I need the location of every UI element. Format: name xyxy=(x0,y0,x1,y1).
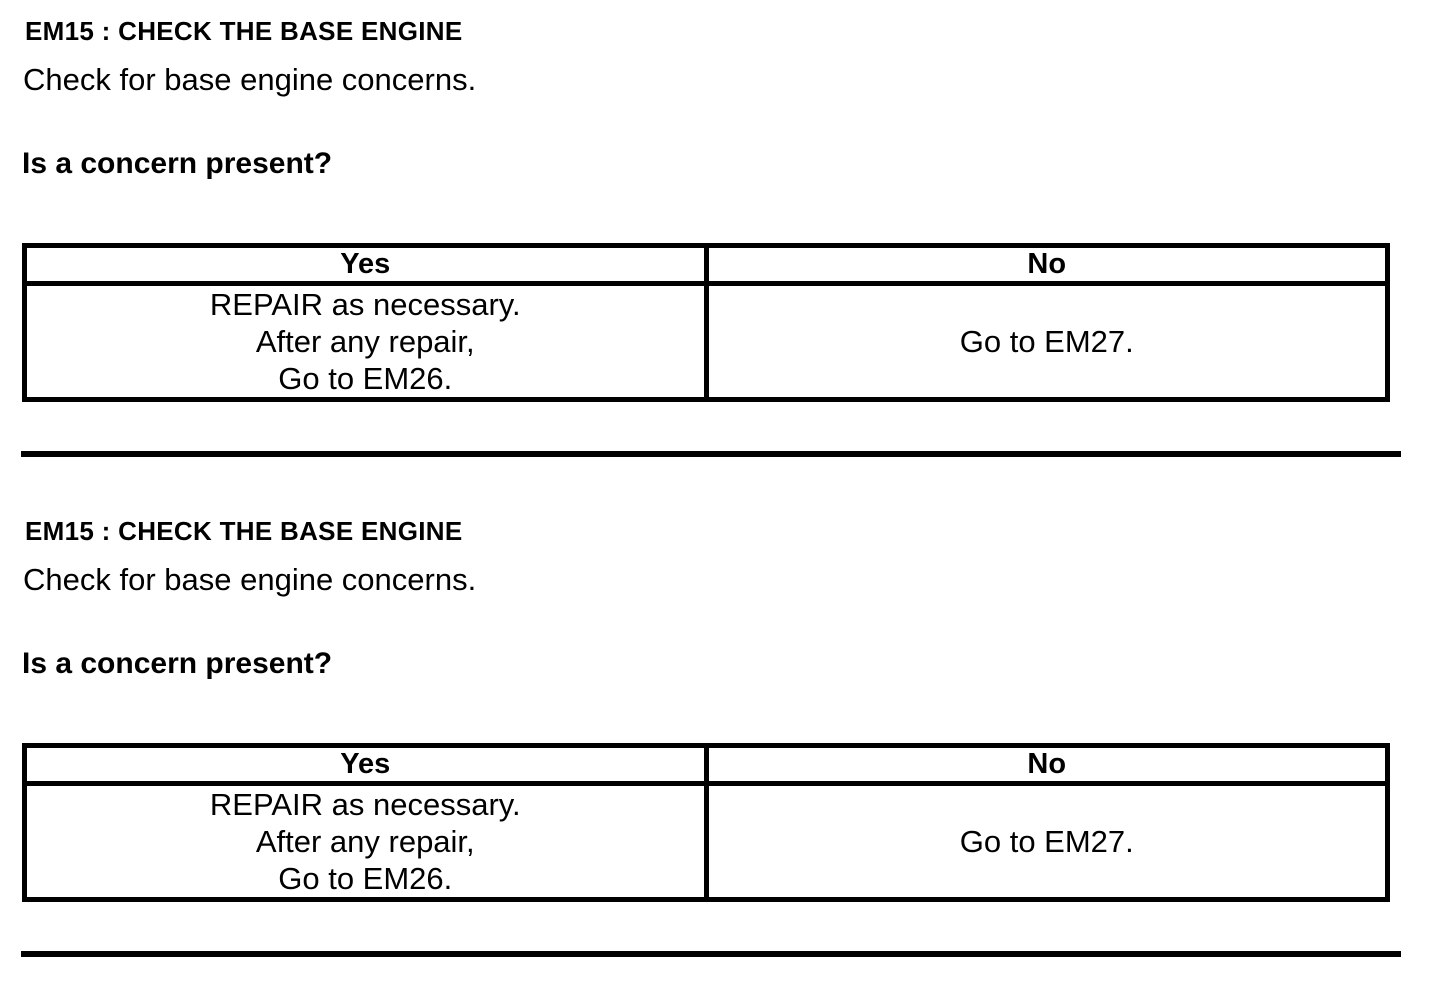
table-cell-yes: REPAIR as necessary. After any repair, G… xyxy=(22,781,709,902)
decision-table-body: REPAIR as necessary. After any repair, G… xyxy=(22,281,1390,402)
table-cell-no: Go to EM27. xyxy=(703,781,1390,902)
table-row: REPAIR as necessary. After any repair, G… xyxy=(22,281,1390,402)
yes-action-line: Go to EM26. xyxy=(278,361,453,396)
manual-page: { "page": { "background_color": "#ffffff… xyxy=(21,16,1401,957)
pinpoint-test-section-1: EM15 : CHECK THE BASE ENGINE Check for b… xyxy=(21,16,1401,457)
section-heading: EM15 : CHECK THE BASE ENGINE xyxy=(25,516,463,546)
yes-action-line: REPAIR as necessary. xyxy=(209,787,521,822)
table-header-row: Yes No xyxy=(22,243,1390,286)
table-header-no: No xyxy=(703,743,1390,786)
decision-table: Yes No REPAIR as necessary. After any re… xyxy=(22,743,1390,902)
table-cell-yes: REPAIR as necessary. After any repair, G… xyxy=(22,281,709,402)
decision-table-header: Yes No xyxy=(22,743,1390,786)
pinpoint-test-section-2: EM15 : CHECK THE BASE ENGINE Check for b… xyxy=(0,500,1440,1000)
section-divider xyxy=(21,951,1401,957)
yes-action-line: After any repair, xyxy=(255,324,475,359)
decision-table-header: Yes No xyxy=(22,243,1390,286)
section-description: Check for base engine concerns. xyxy=(23,62,477,97)
section-description: Check for base engine concerns. xyxy=(23,562,477,597)
section-heading: EM15 : CHECK THE BASE ENGINE xyxy=(25,16,463,46)
table-row: REPAIR as necessary. After any repair, G… xyxy=(22,781,1390,902)
table-cell-no: Go to EM27. xyxy=(703,281,1390,402)
yes-action-line: REPAIR as necessary. xyxy=(209,287,521,322)
section-divider xyxy=(21,451,1401,457)
section-question: Is a concern present? xyxy=(22,147,333,180)
table-header-row: Yes No xyxy=(22,743,1390,786)
yes-action-line: After any repair, xyxy=(255,824,475,859)
decision-table-body: REPAIR as necessary. After any repair, G… xyxy=(22,781,1390,902)
yes-action-line: Go to EM26. xyxy=(278,861,453,896)
table-header-no: No xyxy=(703,243,1390,286)
section-question: Is a concern present? xyxy=(22,647,333,680)
decision-table: Yes No REPAIR as necessary. After any re… xyxy=(22,243,1390,402)
table-header-yes: Yes xyxy=(22,243,709,286)
table-header-yes: Yes xyxy=(22,743,709,786)
